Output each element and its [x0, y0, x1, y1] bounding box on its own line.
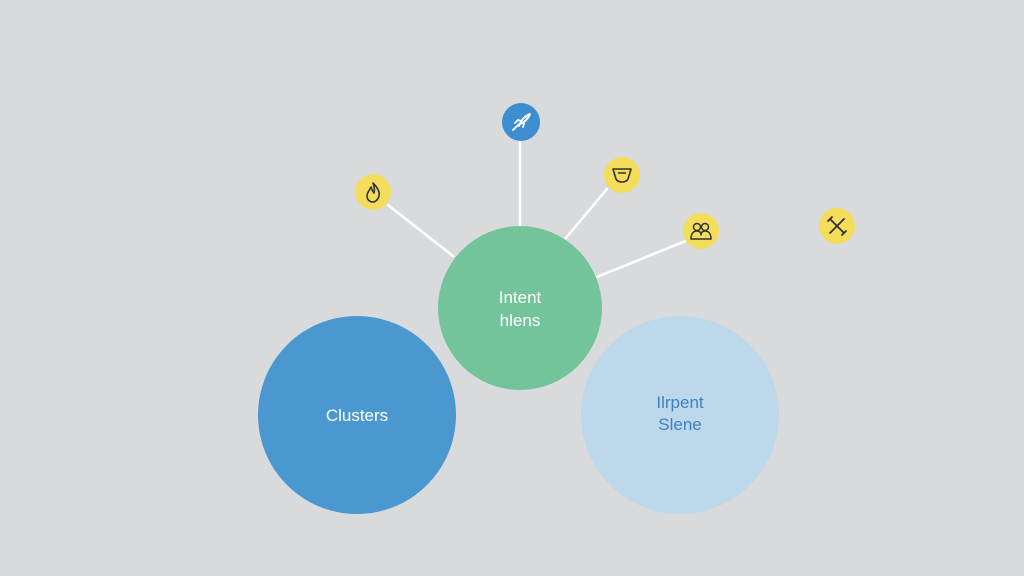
flame-icon[interactable] — [355, 174, 391, 210]
right-label-line2: Slene — [658, 415, 701, 434]
clusters-circle[interactable] — [258, 316, 456, 514]
connector-team — [595, 238, 690, 279]
team-icon[interactable] — [683, 213, 719, 249]
connectors — [386, 138, 690, 279]
intent-label-line1: Intent — [499, 288, 542, 307]
right-circle[interactable] — [581, 316, 779, 514]
connector-flame — [386, 203, 455, 258]
tools-icon[interactable] — [819, 208, 855, 244]
rocket-icon[interactable] — [502, 103, 540, 141]
cup-icon[interactable] — [604, 157, 640, 193]
connector-cup — [563, 187, 609, 241]
intent-label-line2: hlens — [500, 311, 541, 330]
right-label-line1: Ilrpent — [656, 393, 704, 412]
clusters-label: Clusters — [326, 406, 388, 425]
intent-circle[interactable] — [438, 226, 602, 390]
